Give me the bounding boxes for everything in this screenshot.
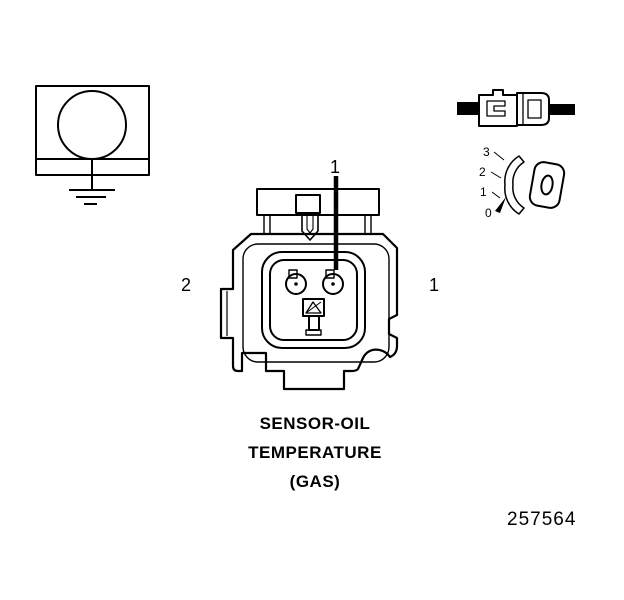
callout-2: 2	[479, 165, 486, 179]
wire-left	[457, 102, 479, 115]
ground-symbol	[69, 189, 115, 205]
sensor-schematic-symbol	[35, 85, 150, 205]
connector-inner-wall	[242, 243, 390, 363]
seal-crescent	[504, 155, 525, 215]
arrowhead	[495, 197, 506, 213]
connector-face-view	[219, 176, 399, 391]
seal-groove-inner	[269, 259, 358, 341]
housing-right	[516, 92, 550, 126]
figure-number: 257564	[507, 509, 577, 530]
connector-body-outline	[219, 232, 399, 391]
terminal-seal-exploded-view	[490, 151, 566, 215]
lock-window	[295, 194, 321, 214]
seal-pad	[528, 161, 566, 209]
caption-line-3: (GAS)	[289, 472, 341, 491]
terminal-section	[486, 100, 506, 117]
lock-strip	[256, 188, 380, 216]
seal-groove-outer	[261, 251, 366, 349]
cavity-1-label: 1	[429, 275, 440, 295]
cavity-2-label: 2	[181, 275, 192, 295]
terminal-cavity-2	[285, 269, 307, 295]
sensor-element-circle	[57, 90, 127, 160]
caption-line-1: SENSOR-OIL	[259, 414, 371, 433]
connector-side-view	[457, 89, 575, 127]
callout-1: 1	[480, 185, 487, 199]
housing-left	[478, 89, 518, 127]
component-caption: SENSOR-OIL TEMPERATURE (GAS)	[210, 409, 420, 496]
caption-line-2: TEMPERATURE	[248, 443, 382, 462]
latch-clip	[301, 215, 319, 241]
callout-3: 3	[483, 145, 490, 159]
wire-right	[549, 104, 575, 115]
terminal-1-pointer-label: 1	[330, 157, 341, 177]
callout-0: 0	[485, 206, 492, 220]
terminal-cavity-1	[322, 269, 344, 295]
connector-key-feature	[302, 298, 325, 336]
